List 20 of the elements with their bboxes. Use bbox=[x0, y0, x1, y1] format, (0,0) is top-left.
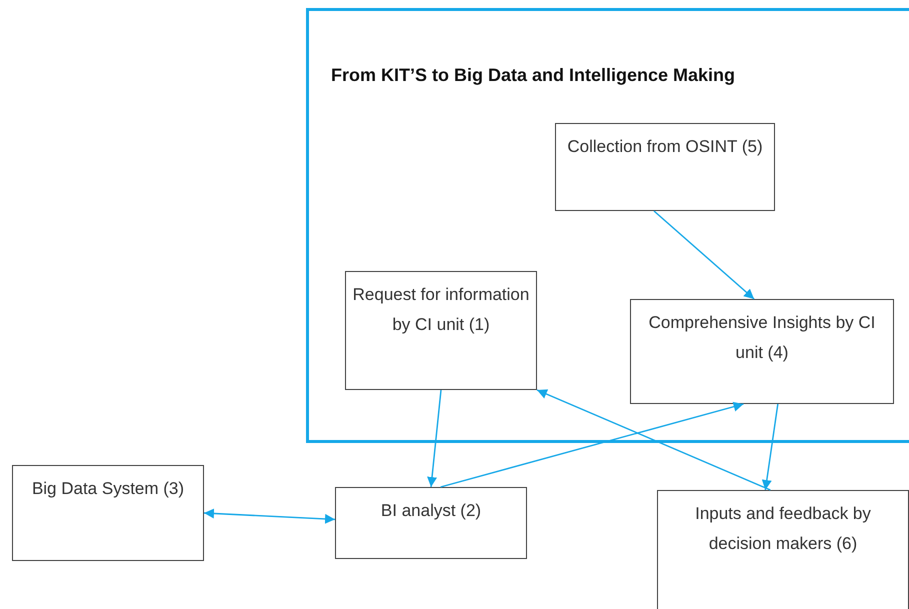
box-label: BI analyst (2) bbox=[380, 500, 482, 522]
arrow bbox=[654, 210, 755, 300]
arrow bbox=[427, 390, 442, 488]
arrow bbox=[536, 389, 771, 491]
arrow bbox=[440, 402, 744, 488]
frame-box bbox=[306, 8, 909, 443]
box-label: Request for information by CI unit (1) bbox=[352, 284, 530, 336]
process-box bbox=[630, 299, 894, 404]
box-label: Comprehensive Insights by CI unit (4) bbox=[648, 312, 876, 364]
frame-title: From KIT’S to Big Data and Intelligence Making bbox=[331, 64, 736, 87]
process-box bbox=[555, 123, 775, 211]
process-box bbox=[345, 271, 537, 390]
arrow bbox=[762, 404, 779, 490]
process-box bbox=[335, 487, 527, 559]
box-label: Inputs and feedback by decision makers (6) bbox=[694, 503, 872, 555]
process-box bbox=[12, 465, 204, 561]
box-label: Collection from OSINT (5) bbox=[566, 136, 764, 158]
box-label: Big Data System (3) bbox=[30, 478, 186, 500]
arrow bbox=[204, 508, 336, 524]
process-box bbox=[657, 490, 909, 609]
